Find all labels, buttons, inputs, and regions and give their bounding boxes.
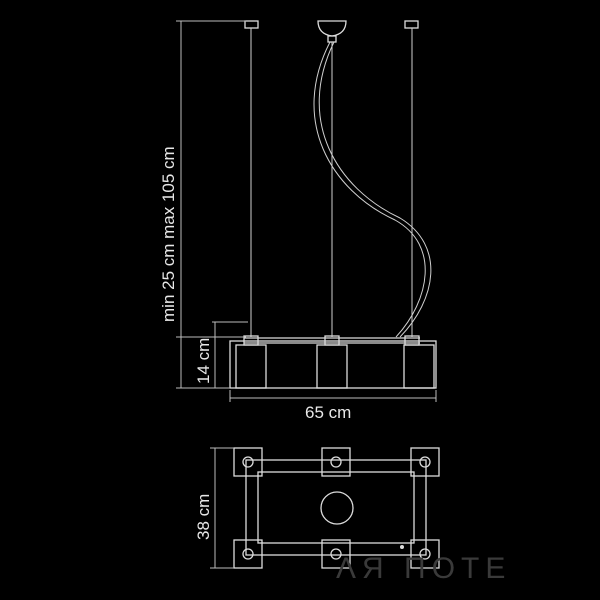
shade-left	[235, 344, 267, 389]
ceiling-canopy	[317, 20, 347, 37]
depth-label: 38 cm	[194, 494, 213, 540]
plan-square-bottom-right	[410, 539, 440, 569]
plan-socket-top-left	[242, 456, 254, 468]
shade-center	[316, 344, 348, 389]
plan-frame-inner	[257, 471, 415, 544]
dimension-lines-side	[176, 20, 437, 402]
power-cord	[313, 41, 426, 338]
plan-socket-bottom-right	[419, 548, 431, 560]
plan-square-bottom-left	[233, 539, 263, 569]
top-view	[233, 447, 440, 569]
plan-socket-top-center	[330, 456, 342, 468]
body-height-label: 14 cm	[194, 338, 213, 384]
plan-square-top-left	[233, 447, 263, 477]
ceiling-anchor-left	[244, 20, 259, 29]
height-range-label: min 25 cm max 105 cm	[159, 146, 178, 322]
plan-socket-top-right	[419, 456, 431, 468]
lamp-outer-box	[229, 340, 437, 389]
plan-square-bottom-center	[321, 539, 351, 569]
plan-cord-dot	[400, 545, 404, 549]
shade-right	[403, 344, 435, 389]
plan-square-top-center	[321, 447, 351, 477]
watermark: ΛЯ ΠΟΤΕ	[336, 552, 511, 585]
side-view	[229, 20, 437, 389]
plan-canopy-circle	[320, 491, 354, 525]
plan-socket-bottom-center	[330, 548, 342, 560]
ceiling-anchor-right	[404, 20, 419, 29]
plan-frame-outer	[245, 459, 427, 556]
width-label: 65 cm	[305, 403, 351, 422]
plan-square-top-right	[410, 447, 440, 477]
dimension-lines-plan	[210, 447, 234, 569]
plan-socket-bottom-left	[242, 548, 254, 560]
power-cord-double	[318, 41, 432, 338]
canopy-stem	[327, 35, 337, 43]
